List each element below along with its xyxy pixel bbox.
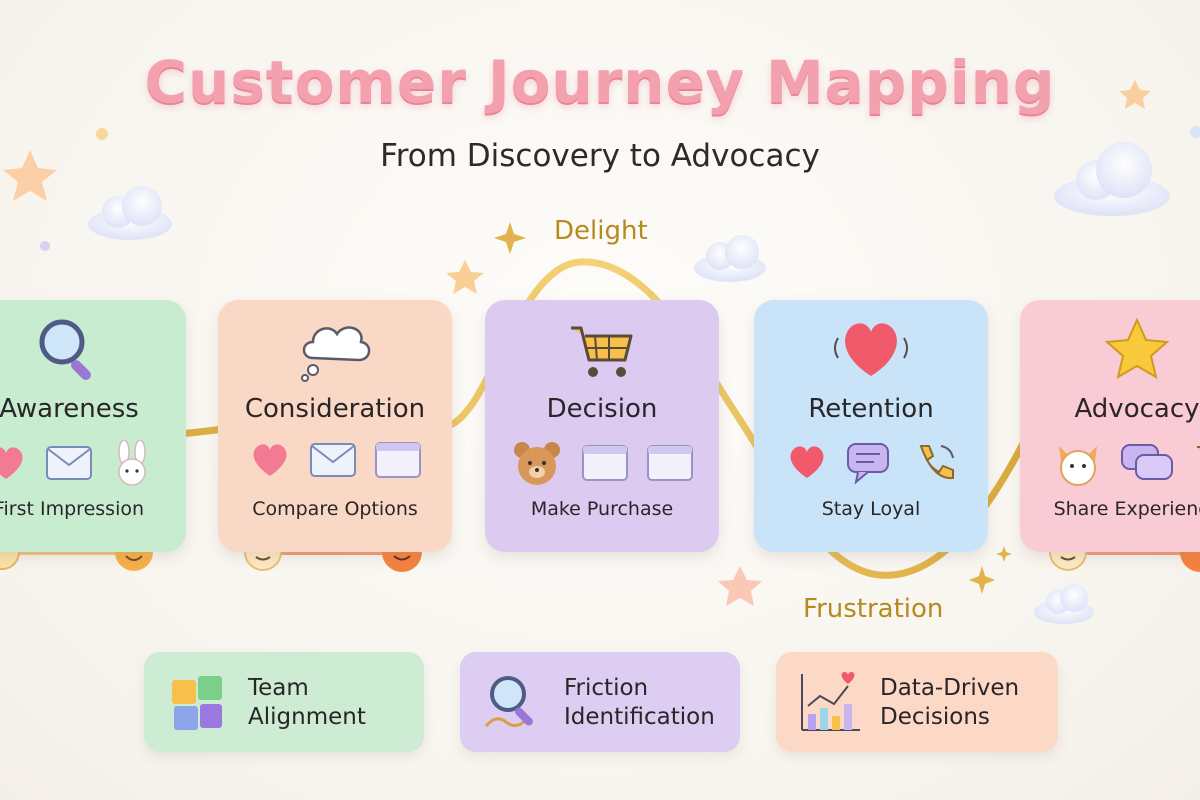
stage-name: Consideration [244, 394, 426, 424]
magnifier-icon [39, 319, 91, 380]
cloud-icon [694, 235, 766, 282]
thought-cloud-icon [301, 326, 371, 382]
bear-icon [513, 442, 560, 485]
curve-peak-label: Delight [554, 216, 648, 246]
browser-window-icon [647, 445, 694, 481]
phone-icon [919, 445, 955, 480]
stage-card-awareness[interactable]: Awareness First Impression [0, 300, 186, 552]
stage-card-retention[interactable]: Retention Stay Loyal [754, 300, 988, 552]
stage-description: Stay Loyal [821, 498, 921, 520]
heart-icon [834, 323, 908, 376]
shopping-cart-icon [571, 326, 633, 377]
envelope-icon [46, 446, 92, 480]
heart-icon [253, 444, 287, 476]
stage-name: Retention [808, 394, 934, 424]
benefit-line1: Data-Driven [880, 675, 1020, 701]
benefit-line2: Decisions [880, 704, 990, 730]
browser-window-icon [582, 445, 628, 481]
cloud-icon [88, 186, 172, 240]
benefit-card-team-alignment[interactable]: Team Alignment [144, 652, 424, 752]
puzzle-icon [172, 676, 222, 730]
stage-name: Awareness [0, 394, 139, 424]
benefit-line1: Friction [564, 675, 649, 701]
benefit-line2: Identification [564, 704, 715, 730]
stage-card-decision[interactable]: Decision Make Purchase [485, 300, 719, 552]
sparkle-icon [494, 222, 1012, 594]
bunny-icon [118, 440, 146, 486]
page-title: Customer Journey Mapping [144, 48, 1056, 116]
benefit-line2: Alignment [248, 704, 366, 730]
benefit-card-friction-identification[interactable]: Friction Identification [460, 652, 740, 752]
heart-icon [790, 446, 824, 478]
star-icon [1104, 317, 1170, 380]
browser-window-icon [375, 442, 422, 478]
page-subtitle: From Discovery to Advocacy [380, 138, 820, 174]
cloud-icon [1034, 584, 1094, 624]
phone-icon [1197, 446, 1200, 450]
benefit-line1: Team [248, 675, 309, 701]
star-icon [1119, 80, 1151, 109]
stage-description: Share Experience [1053, 498, 1200, 520]
stage-description: Make Purchase [530, 498, 674, 520]
chat-bubble-icon [847, 443, 889, 484]
envelope-icon [310, 443, 356, 477]
star-icon [3, 150, 57, 201]
dot-decor [40, 126, 1200, 251]
stage-description: Compare Options [252, 498, 418, 520]
chat-bubbles-icon [1121, 444, 1173, 480]
stage-name: Advocacy [1074, 394, 1200, 424]
curve-trough-label: Frustration [803, 594, 944, 624]
cloud-icon [1054, 142, 1170, 216]
cat-icon [1058, 446, 1097, 486]
stage-name: Decision [546, 394, 658, 424]
stage-card-advocacy[interactable]: Advocacy Share Experience [1020, 300, 1200, 552]
chart-icon [801, 672, 860, 731]
star-icon [446, 260, 484, 294]
stage-card-consideration[interactable]: Consideration Compare Options [218, 300, 452, 552]
stage-description: First Impression [0, 498, 145, 520]
benefit-card-data-driven-decisions[interactable]: Data-Driven Decisions [776, 652, 1058, 752]
magnifier-icon [484, 676, 533, 727]
star-icon [718, 566, 762, 606]
heart-icon [0, 447, 23, 479]
